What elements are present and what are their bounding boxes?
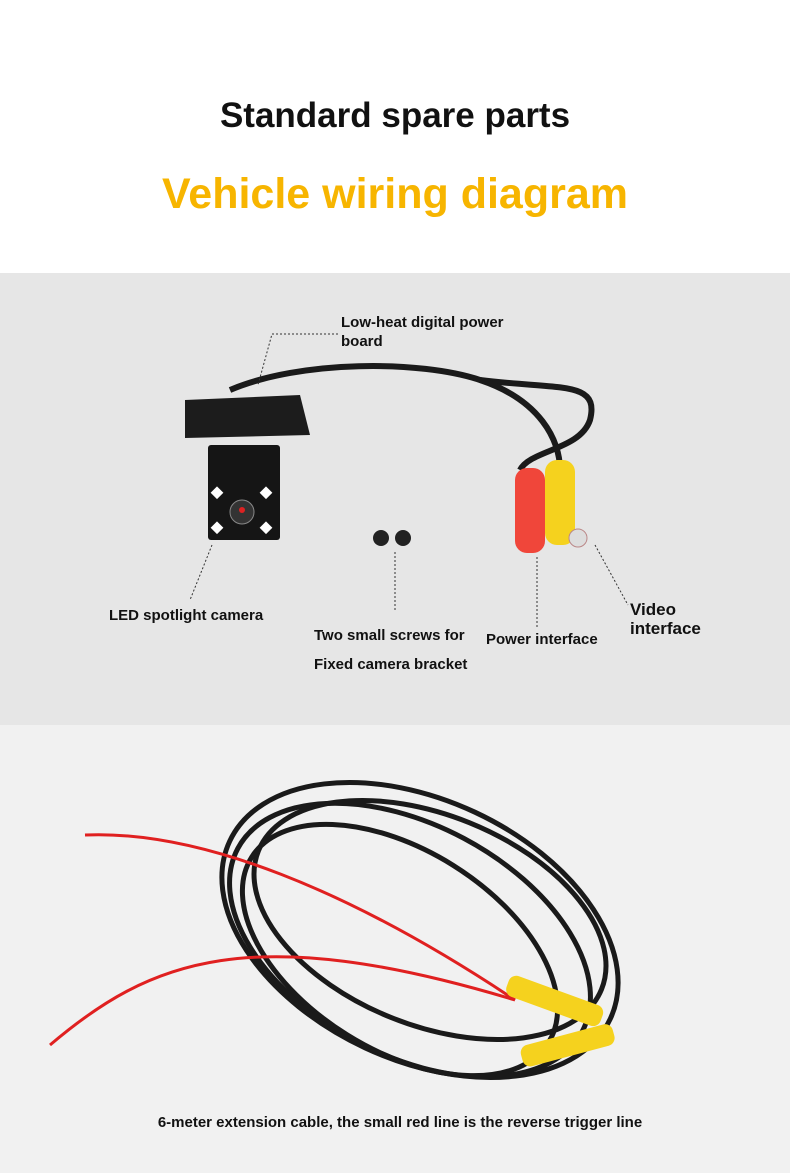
label-camera: LED spotlight camera (109, 607, 264, 624)
screw (373, 530, 389, 546)
label-power: Power interface (486, 631, 598, 648)
extension-cable-coil (219, 779, 621, 1081)
parts-diagram-section (0, 273, 790, 725)
camera-leds (210, 486, 273, 535)
page-subtitle: Vehicle wiring diagram (162, 170, 628, 218)
rca-plug (506, 975, 604, 1027)
rca-plug (520, 1024, 615, 1067)
page-title: Standard spare parts (219, 96, 571, 135)
label-screws-1: Two small screws for (314, 627, 465, 644)
video-plug (545, 460, 575, 545)
label-screws-2: Fixed camera bracket (314, 656, 468, 673)
cable (228, 363, 595, 472)
label-power-board: Low-heat digital power board (341, 314, 504, 350)
cable-caption: 6-meter extension cable, the small red l… (157, 1114, 643, 1131)
screw (395, 530, 411, 546)
header-section (0, 0, 790, 273)
label-video: Video interface (630, 600, 701, 638)
power-plug (515, 468, 545, 553)
reverse-trigger-line (84, 833, 516, 1002)
camera-bracket (185, 395, 310, 540)
